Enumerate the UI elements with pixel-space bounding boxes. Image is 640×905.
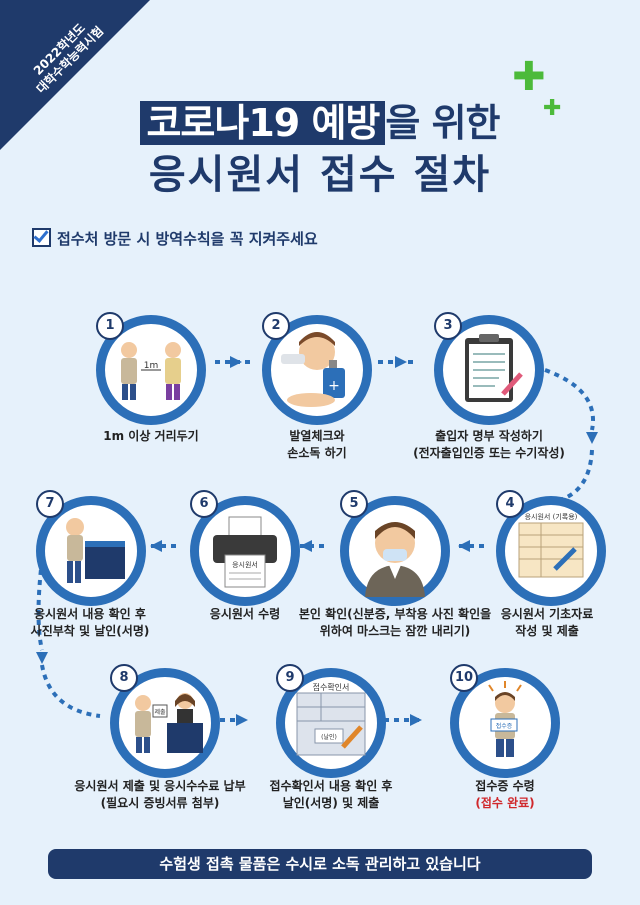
step-3-number: 3 bbox=[434, 312, 462, 340]
svg-text:+: + bbox=[328, 378, 340, 394]
step-5-circle bbox=[340, 496, 450, 606]
arrowhead-8 bbox=[236, 714, 248, 726]
confirmation-form-icon: 접수확인서 (날인) bbox=[296, 682, 366, 756]
step-7-label-line1: 응시원서 내용 확인 후 bbox=[34, 607, 146, 621]
title-rest: 을 위한 bbox=[385, 101, 500, 145]
arrowhead-1 bbox=[230, 356, 242, 368]
title-highlight: 코로나19 예방 bbox=[140, 101, 386, 145]
thermometer-sanitizer-icon: + bbox=[281, 332, 345, 407]
step-9-label-line1: 접수확인서 내용 확인 후 bbox=[269, 779, 393, 793]
step-10-label-line1: 접수증 수령 bbox=[475, 779, 535, 793]
arrow-right-4 bbox=[559, 449, 594, 502]
plus-icon: ✚ bbox=[512, 54, 546, 100]
application-form-icon: 응시원서 (기록용) bbox=[518, 512, 584, 578]
footer-banner: 수험생 접촉 물품은 수시로 소독 관리하고 있습니다 bbox=[48, 849, 592, 879]
step-3-label-line1: 출입자 명부 작성하기 bbox=[435, 429, 543, 443]
step-9-label: 접수확인서 내용 확인 후 날인(서명) 및 제출 bbox=[226, 778, 436, 812]
step-8-label-line1: 응시원서 제출 및 응시수수료 납부 bbox=[74, 779, 246, 793]
step-6-label-line1: 응시원서 수령 bbox=[209, 607, 281, 621]
id-check-person-icon bbox=[365, 522, 425, 597]
step-2-label: 발열체크와 손소독 하기 bbox=[212, 428, 422, 462]
distance-icon: 1m bbox=[121, 342, 181, 400]
step-5-label: 본인 확인(신분증, 부착용 사진 확인을 위하여 마스크는 잠깐 내리기) bbox=[280, 606, 510, 640]
step-7-label: 응시원서 내용 확인 후 사진부착 및 날인(서명) bbox=[0, 606, 180, 640]
step-9-label-line2: 날인(서명) 및 제출 bbox=[282, 796, 380, 810]
printer-icon: 응시원서 bbox=[213, 516, 277, 588]
step-5-label-line1: 본인 확인(신분증, 부착용 사진 확인을 bbox=[298, 607, 492, 621]
step-7-number: 7 bbox=[36, 490, 64, 518]
step-2-label-line2: 손소독 하기 bbox=[287, 446, 347, 460]
arrowhead-4 bbox=[458, 540, 470, 552]
step-5-number: 5 bbox=[340, 490, 368, 518]
arrowhead-9 bbox=[410, 714, 422, 726]
notice-text: 접수처 방문 시 방역수칙을 꼭 지켜주세요 bbox=[57, 230, 318, 248]
step-10-number: 10 bbox=[450, 664, 478, 692]
arrowhead-2 bbox=[395, 356, 407, 368]
receipt-text: 접수증 bbox=[496, 722, 513, 730]
step-8-label-line2: (필요시 증빙서류 첨부) bbox=[100, 796, 220, 810]
step-7-circle bbox=[36, 496, 146, 606]
receipt-person-icon: 접수증 bbox=[488, 681, 522, 757]
printer-paper-text: 응시원서 bbox=[232, 560, 258, 569]
step-1-number: 1 bbox=[96, 312, 124, 340]
step-4-label-line1: 응시원서 기초자료 bbox=[500, 607, 594, 621]
step-10-label-line2: (접수 완료) bbox=[475, 796, 535, 810]
step-8-label: 응시원서 제출 및 응시수수료 납부 (필요시 증빙서류 첨부) bbox=[50, 778, 270, 812]
step-6-label: 응시원서 수령 bbox=[140, 606, 350, 623]
step-1-label-line1: 1m 이상 거리두기 bbox=[103, 429, 199, 443]
page-subtitle: 응시원서 접수 절차 bbox=[148, 152, 492, 198]
arrowhead-3 bbox=[586, 432, 598, 444]
submit-counter-icon: 제출 bbox=[135, 693, 203, 753]
form-title: 응시원서 (기록용) bbox=[525, 512, 578, 521]
step-6-number: 6 bbox=[190, 490, 218, 518]
checkbox-icon bbox=[32, 228, 51, 247]
step-4-number: 4 bbox=[496, 490, 524, 518]
submit-sign-text: 제출 bbox=[154, 708, 166, 716]
step-3-label-line2: (전자출입인증 또는 수기작성) bbox=[413, 446, 565, 460]
arrowhead-7 bbox=[36, 652, 48, 664]
step-2-number: 2 bbox=[262, 312, 290, 340]
step-9-number: 9 bbox=[276, 664, 304, 692]
step-3-label: 출입자 명부 작성하기 (전자출입인증 또는 수기작성) bbox=[384, 428, 594, 462]
step-8-number: 8 bbox=[110, 664, 138, 692]
step-2-label-line1: 발열체크와 bbox=[289, 429, 345, 443]
step-4-circle: 응시원서 (기록용) bbox=[496, 496, 606, 606]
step-7-label-line2: 사진부착 및 날인(서명) bbox=[30, 624, 150, 638]
corner-ribbon bbox=[0, 0, 150, 150]
step-5-label-line2: 위하여 마스크는 잠깐 내리기) bbox=[319, 624, 471, 638]
distance-text: 1m bbox=[144, 361, 159, 371]
desk-signing-icon bbox=[66, 518, 125, 583]
notice: 접수처 방문 시 방역수칙을 꼭 지켜주세요 bbox=[32, 228, 318, 249]
step-4-label: 응시원서 기초자료 작성 및 제출 bbox=[442, 606, 640, 640]
arrow-left-8 bbox=[40, 664, 101, 718]
arrow-3-right bbox=[544, 368, 595, 431]
arrowhead-5 bbox=[300, 540, 312, 552]
confirm-title: 접수확인서 bbox=[313, 682, 350, 692]
stamp-text: (날인) bbox=[321, 733, 337, 741]
step-10-label: 접수증 수령 (접수 완료) bbox=[400, 778, 610, 812]
plus-icon-small: ✚ bbox=[543, 96, 562, 121]
step-1-label: 1m 이상 거리두기 bbox=[46, 428, 256, 445]
step-4-label-line2: 작성 및 제출 bbox=[515, 624, 579, 638]
clipboard-icon bbox=[465, 334, 523, 402]
arrowhead-6 bbox=[150, 540, 162, 552]
